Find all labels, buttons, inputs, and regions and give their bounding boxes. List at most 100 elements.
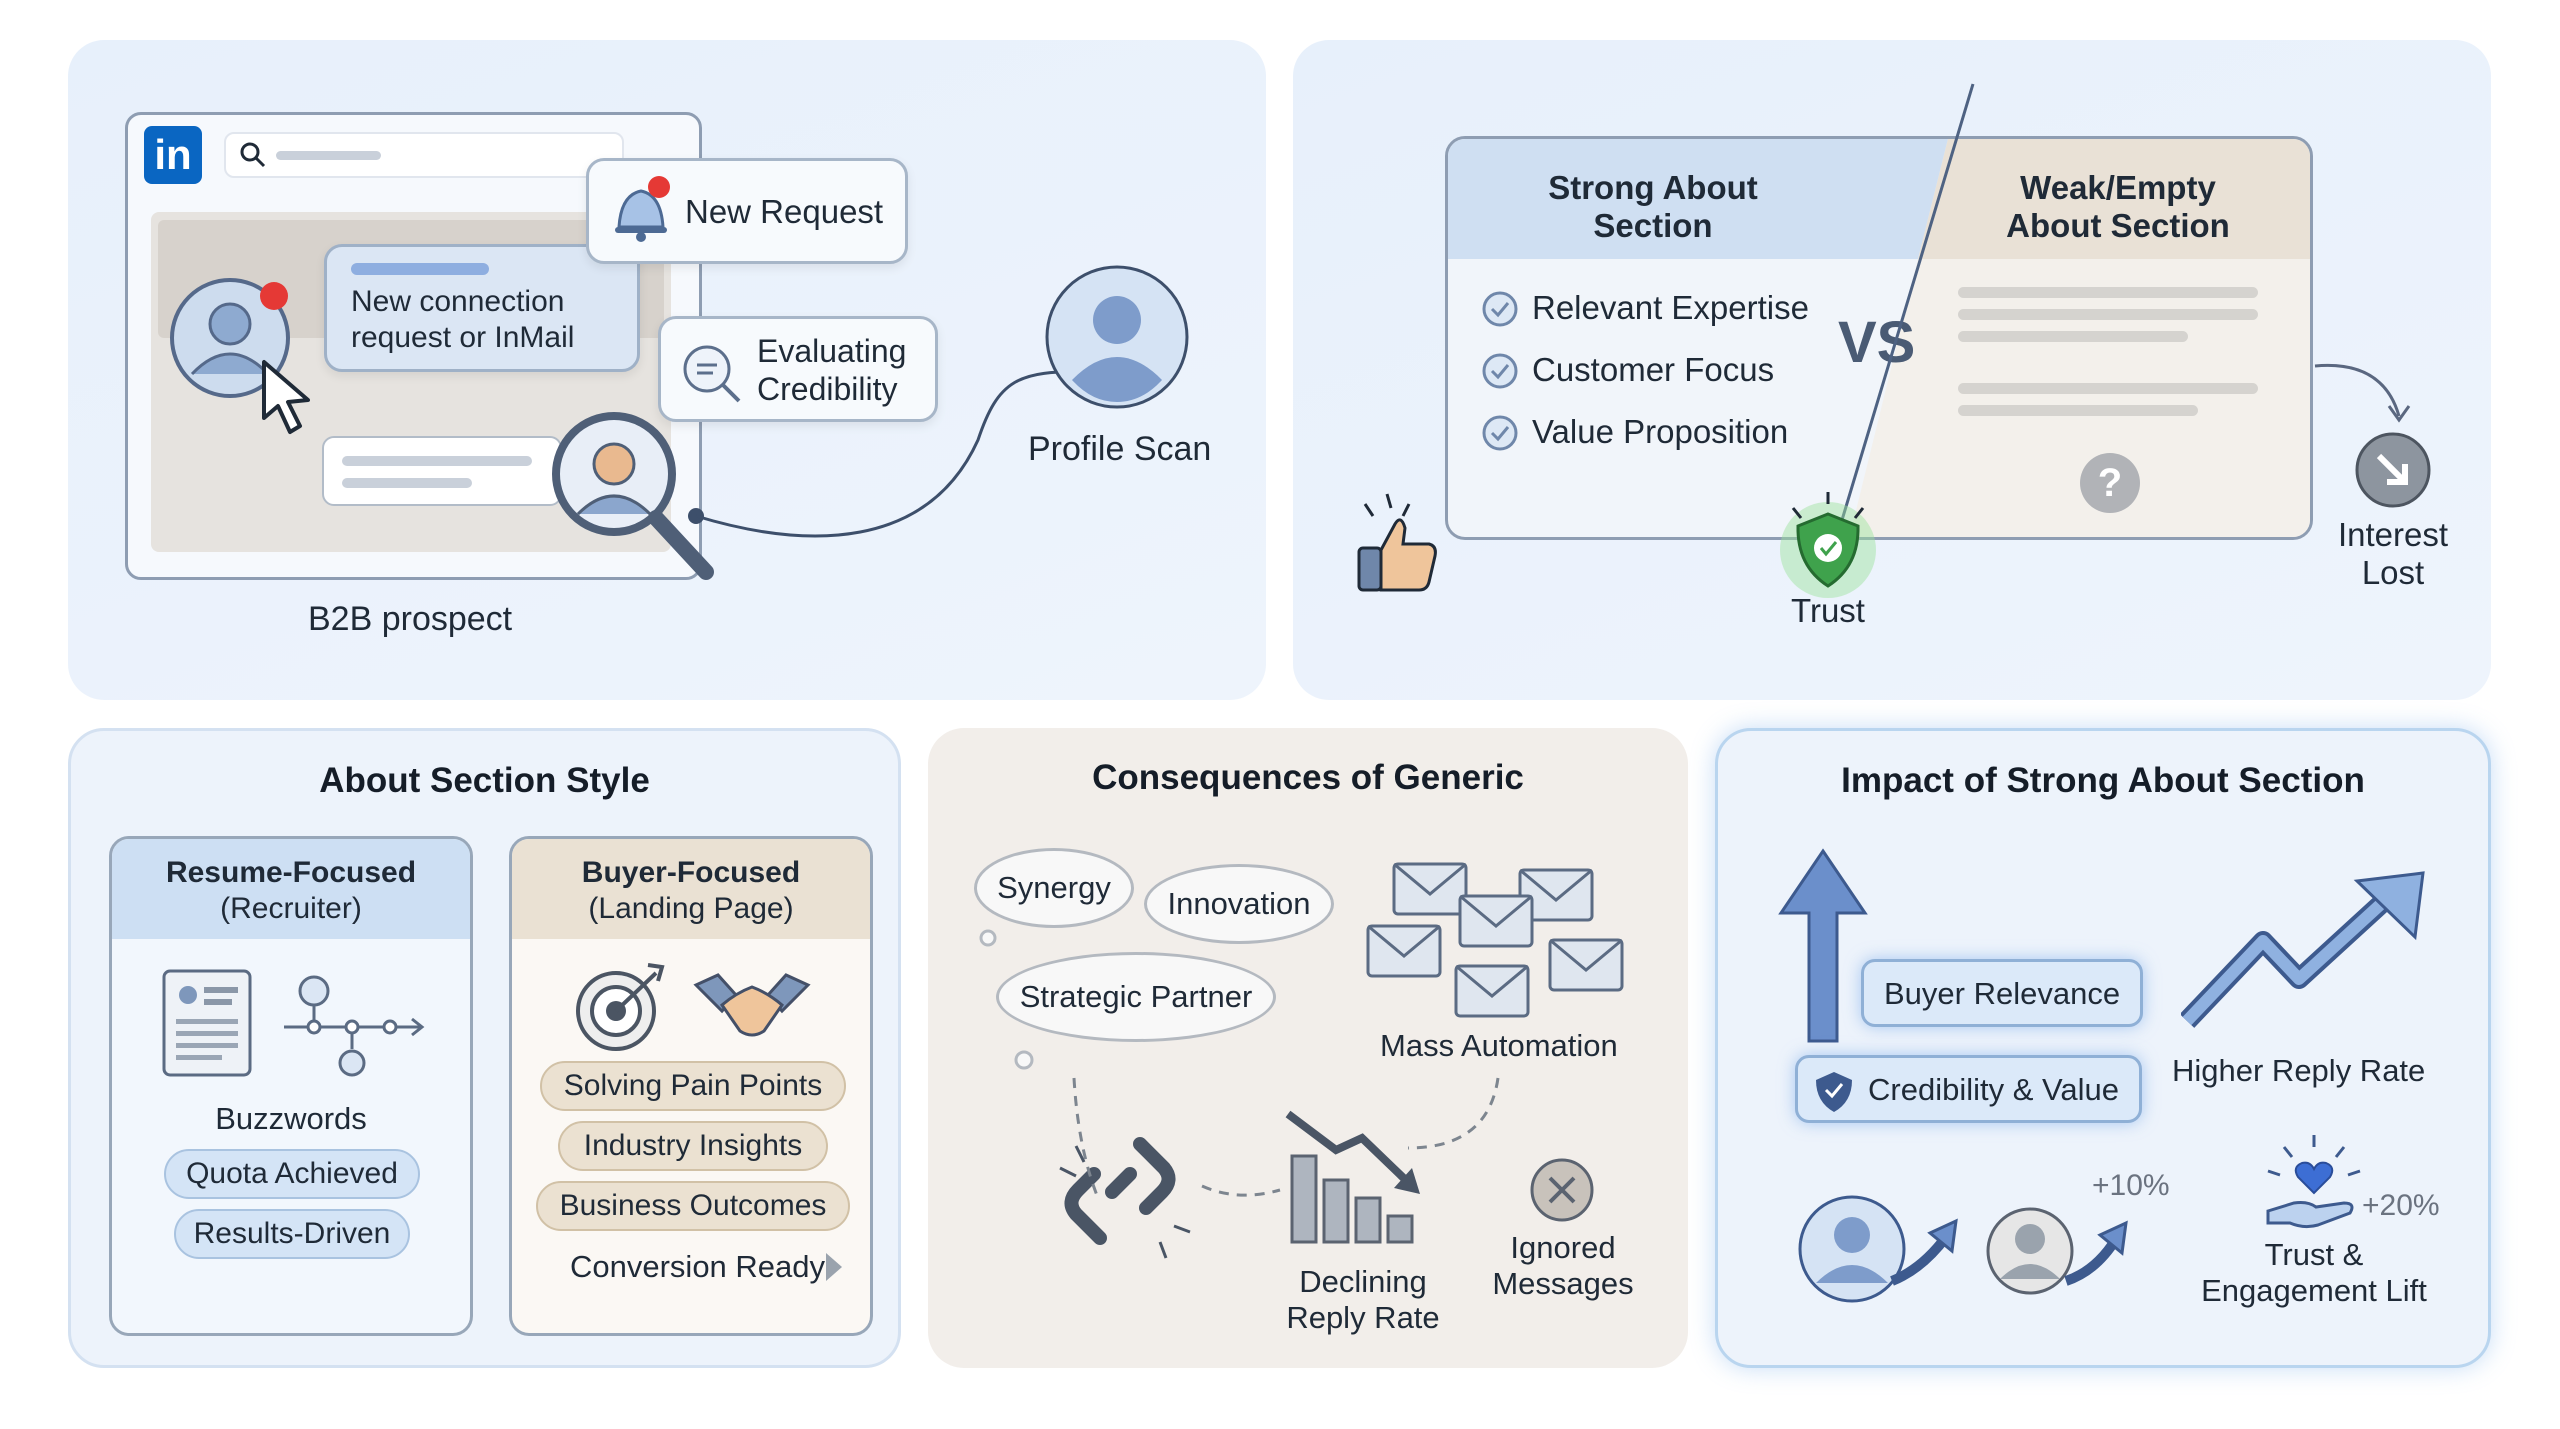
innovation-text: Innovation xyxy=(1167,886,1311,921)
about-style-panel: About Section Style Resume-Focused (Recr… xyxy=(68,728,901,1368)
trust-shield-icon xyxy=(1763,486,1893,621)
interest-arrow-connector xyxy=(2314,363,2411,423)
check-circle-icon xyxy=(1480,351,1520,396)
buzzwords-label: Buzzwords xyxy=(215,1101,367,1136)
user-avatar-icon xyxy=(1796,1191,1986,1316)
placeholder-card xyxy=(322,436,562,506)
trust-engagement-2: Engagement Lift xyxy=(2201,1273,2427,1308)
strong-header-2: Section xyxy=(1593,207,1713,244)
broken-chain-icon xyxy=(1048,1114,1198,1279)
credibility-text: Credibility & Value xyxy=(1868,1072,2119,1107)
search-placeholder-line xyxy=(276,151,381,160)
pain-points-pill: Solving Pain Points xyxy=(540,1061,846,1111)
thumbs-up-icon xyxy=(1343,486,1453,601)
buyer-focused-card: Buyer-Focused (Landing Page) Solving Pai… xyxy=(509,836,873,1336)
plus-ten-label: +10% xyxy=(2092,1169,2170,1202)
industry-insights-pill: Industry Insights xyxy=(558,1121,828,1171)
cloud-tails xyxy=(979,929,1034,1070)
chevron-right-icon xyxy=(822,1249,846,1290)
resume-focused-card: Resume-Focused (Recruiter) Buzzwords Quo… xyxy=(109,836,473,1336)
new-request-bubble: New Request xyxy=(586,158,908,264)
growth-arrow-icon xyxy=(2179,871,2441,1036)
about-style-title: About Section Style xyxy=(319,761,650,800)
evaluating-text-2: Credibility xyxy=(757,371,898,407)
trust-engagement-1: Trust & xyxy=(2264,1237,2364,1272)
declining-chart-icon xyxy=(1284,1106,1444,1251)
empty-line xyxy=(1958,309,2258,320)
check-item-1: Relevant Expertise xyxy=(1532,289,1809,326)
evaluating-text-1: Evaluating xyxy=(757,333,907,369)
prospect-avatar-icon xyxy=(168,276,298,411)
search-icon xyxy=(238,140,268,175)
plus-twenty-label: +20% xyxy=(2362,1189,2440,1222)
credibility-shield-icon xyxy=(1814,1070,1854,1136)
check-item-2: Customer Focus xyxy=(1532,351,1775,388)
diagonal-divider xyxy=(1831,83,1975,551)
ignored-label-2: Messages xyxy=(1492,1266,1634,1301)
placeholder-line xyxy=(342,456,532,466)
higher-reply-label: Higher Reply Rate xyxy=(2172,1053,2426,1088)
buyer-header: Buyer-Focused (Landing Page) xyxy=(512,839,870,939)
impact-panel: Impact of Strong About Section Buyer Rel… xyxy=(1715,728,2491,1368)
business-outcomes-pill: Business Outcomes xyxy=(536,1181,850,1231)
empty-line xyxy=(1958,287,2258,298)
down-arrow-circle-icon xyxy=(2353,430,2433,515)
heart-hand-icon xyxy=(2254,1131,2374,1246)
buyer-relevance-chip: Buyer Relevance xyxy=(1861,959,2144,1027)
prospect-panel: in New connection request or InMail New … xyxy=(68,40,1266,700)
bell-icon xyxy=(607,175,677,252)
weak-header-1: Weak/Empty xyxy=(2020,169,2216,206)
strong-header-1: Strong About xyxy=(1548,169,1758,206)
ignored-x-icon xyxy=(1528,1156,1598,1231)
empty-line xyxy=(1958,383,2258,394)
declining-label-2: Reply Rate xyxy=(1286,1300,1440,1335)
impact-title: Impact of Strong About Section xyxy=(1841,761,2365,800)
connection-text-2: request or InMail xyxy=(351,321,575,354)
declining-label-1: Declining xyxy=(1299,1264,1427,1299)
strategic-partner-cloud: Strategic Partner xyxy=(996,952,1276,1042)
mass-automation-label: Mass Automation xyxy=(1380,1028,1618,1063)
up-arrow-icon xyxy=(1773,847,1873,1052)
conversion-ready-label: Conversion Ready xyxy=(570,1249,826,1284)
trust-label: Trust xyxy=(1791,592,1865,629)
evaluate-magnifier-icon xyxy=(679,341,745,412)
innovation-cloud: Innovation xyxy=(1144,864,1334,944)
bubble-header-line xyxy=(351,263,489,275)
buyer-title-2: (Landing Page) xyxy=(588,892,794,925)
mass-envelopes-icon xyxy=(1366,862,1624,1018)
cursor-icon xyxy=(258,358,318,443)
weak-header-2: About Section xyxy=(2006,207,2230,244)
connection-bubble: New connection request or InMail xyxy=(324,244,640,372)
synergy-text: Synergy xyxy=(997,870,1111,905)
check-circle-icon xyxy=(1480,413,1520,458)
resume-document-icon xyxy=(160,967,256,1084)
handshake-icon xyxy=(692,965,812,1050)
question-badge: ? xyxy=(2080,453,2140,513)
about-comparison-panel: Strong About Section Weak/Empty About Se… xyxy=(1293,40,2491,700)
b2b-prospect-label: B2B prospect xyxy=(308,600,513,638)
resume-title-1: Resume-Focused xyxy=(165,856,417,889)
target-icon xyxy=(572,959,672,1060)
profile-scan-label: Profile Scan xyxy=(1028,430,1212,468)
synergy-cloud: Synergy xyxy=(974,848,1134,928)
comparison-split xyxy=(1448,139,2310,537)
interest-lost-2: Lost xyxy=(2361,554,2425,591)
consequences-title: Consequences of Generic xyxy=(1092,758,1524,797)
interest-lost-1: Interest xyxy=(2337,516,2449,553)
empty-line xyxy=(1958,331,2188,342)
evaluating-bubble: Evaluating Credibility xyxy=(658,316,938,422)
profile-magnifier-icon xyxy=(546,406,726,601)
results-pill: Results-Driven xyxy=(174,1209,410,1259)
connection-text-1: New connection xyxy=(351,285,565,318)
consequences-panel: Consequences of Generic Synergy Innovati… xyxy=(928,728,1688,1368)
placeholder-line xyxy=(342,478,472,488)
strategic-partner-text: Strategic Partner xyxy=(1019,979,1253,1014)
ignored-label-1: Ignored xyxy=(1510,1230,1616,1265)
comparison-card: Strong About Section Weak/Empty About Se… xyxy=(1445,136,2313,540)
resume-title-2: (Recruiter) xyxy=(220,892,362,925)
user-avatar-small-icon xyxy=(1986,1201,2146,1316)
credibility-chip: Credibility & Value xyxy=(1795,1055,2142,1123)
resume-header: Resume-Focused (Recruiter) xyxy=(112,839,470,939)
consequence-connectors xyxy=(1072,1077,1500,1199)
new-request-text: New Request xyxy=(685,193,884,230)
